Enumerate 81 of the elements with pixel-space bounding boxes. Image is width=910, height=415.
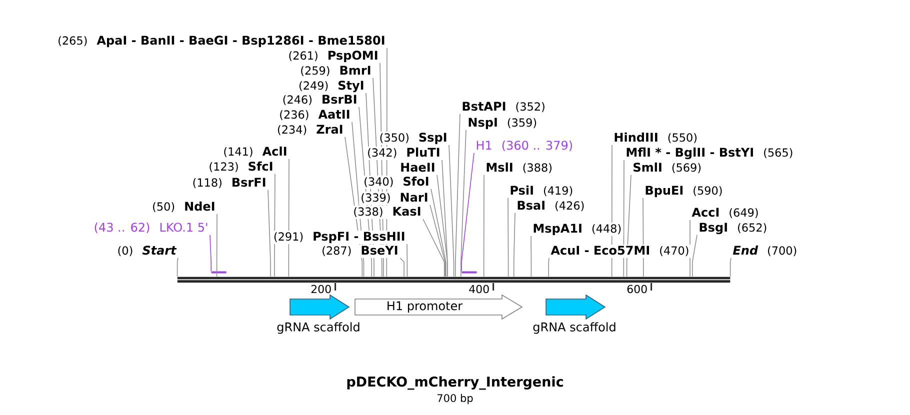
enzyme-label: HindIII (550) <box>614 132 697 144</box>
leader-line <box>730 258 732 277</box>
position-label: End (700) <box>732 245 796 256</box>
enzyme-label: (249) StyI <box>299 80 364 92</box>
leader-line <box>513 212 516 277</box>
enzyme-label: (350) SspI <box>380 132 446 144</box>
enzyme-label: (291) PspFI - BssHII <box>274 232 404 244</box>
enzyme-label: (141) AclI <box>224 146 286 158</box>
tick-label: 600 <box>627 284 647 294</box>
enzyme-label: SmlI (569) <box>634 162 701 174</box>
leader-line <box>626 174 632 277</box>
leader-line <box>623 160 624 277</box>
enzyme-label: (234) ZraI <box>278 124 342 136</box>
leader-line <box>692 234 698 277</box>
enzyme-label: (259) BmrI <box>301 66 370 76</box>
leader-line <box>288 158 290 277</box>
leader-line <box>352 122 364 277</box>
feature-label: gRNA scaffold <box>277 322 360 334</box>
primer-label: H1 (360 .. 379) <box>476 140 572 152</box>
enzyme-label: PsiI (419) <box>510 185 572 196</box>
leader-line <box>436 174 448 277</box>
enzyme-label: MslI (388) <box>486 162 552 174</box>
primer-bar <box>462 271 477 274</box>
enzyme-label: BsgI (652) <box>700 222 766 234</box>
enzyme-label: BsaI (426) <box>518 200 584 212</box>
enzyme-label: (339) NarI <box>362 192 428 204</box>
enzyme-label: (118) BsrFI <box>193 178 266 188</box>
leader-line <box>548 258 550 277</box>
leader-line <box>448 144 454 277</box>
primer-bar <box>211 271 226 274</box>
enzyme-label: MflI * - BglII - BstYI (565) <box>626 147 792 160</box>
feature-annotation: H1 promoter <box>354 294 523 320</box>
tick-label: 400 <box>469 284 489 294</box>
feature-label: gRNA scaffold <box>533 322 616 334</box>
leader-line <box>380 62 384 277</box>
leader-line <box>508 198 509 277</box>
enzyme-label: (342) PluTI <box>368 147 440 158</box>
leader-line <box>400 258 404 277</box>
leader-line <box>422 218 445 277</box>
leader-line <box>430 188 446 277</box>
enzyme-label: BpuEI (590) <box>646 186 722 198</box>
tick-label: 200 <box>311 284 331 294</box>
leader-line <box>386 48 388 277</box>
leader-line <box>483 174 484 277</box>
leader-line <box>210 234 212 272</box>
leader-line <box>461 152 474 272</box>
enzyme-label: (123) SfcI <box>210 161 272 172</box>
enzyme-label: MspA1I (448) <box>534 224 621 236</box>
primer-label: (43 .. 62) LKO.1 5' <box>94 222 208 234</box>
enzyme-label: (338) KasI <box>354 206 420 218</box>
leader-line <box>530 236 532 277</box>
leader-line <box>268 190 271 277</box>
leader-line <box>406 244 408 277</box>
leader-line <box>274 174 276 277</box>
leader-line <box>358 106 372 277</box>
map-title: pDECKO_mCherry_Intergenic <box>347 376 563 390</box>
enzyme-label: (265) ApaI - BanII - BaeGI - Bsp1286I - Bme1580I <box>58 36 384 48</box>
enzyme-label: (50) NdeI <box>153 201 214 212</box>
enzyme-label: (261) PspOMI <box>289 50 378 62</box>
sequence-length: 700 bp <box>438 394 473 404</box>
enzyme-label: AccI (649) <box>692 208 758 218</box>
leader-line <box>372 78 382 277</box>
leader-line <box>366 92 374 277</box>
enzyme-label: HaeII <box>401 162 434 172</box>
leader-line <box>176 258 178 277</box>
leader-line <box>642 198 644 277</box>
enzyme-label: (287) BseYI <box>322 246 398 256</box>
leader-line <box>344 136 363 277</box>
enzyme-label: (340) SfoI <box>364 176 428 188</box>
enzyme-label: (246) BsrBI <box>283 94 356 106</box>
leader-line <box>611 144 612 277</box>
dna-backbone <box>177 276 730 283</box>
position-label: (0) Start <box>118 246 177 256</box>
enzyme-label: BstAPI (352) <box>462 102 544 112</box>
enzyme-label: NspI (359) <box>468 118 536 130</box>
enzyme-label: AcuI - Eco57MI (470) <box>550 246 688 256</box>
leader-line <box>460 130 466 277</box>
enzyme-label: (236) AatII <box>280 110 350 120</box>
leader-line <box>216 214 218 277</box>
leader-line <box>430 204 446 277</box>
leader-line <box>454 114 460 277</box>
